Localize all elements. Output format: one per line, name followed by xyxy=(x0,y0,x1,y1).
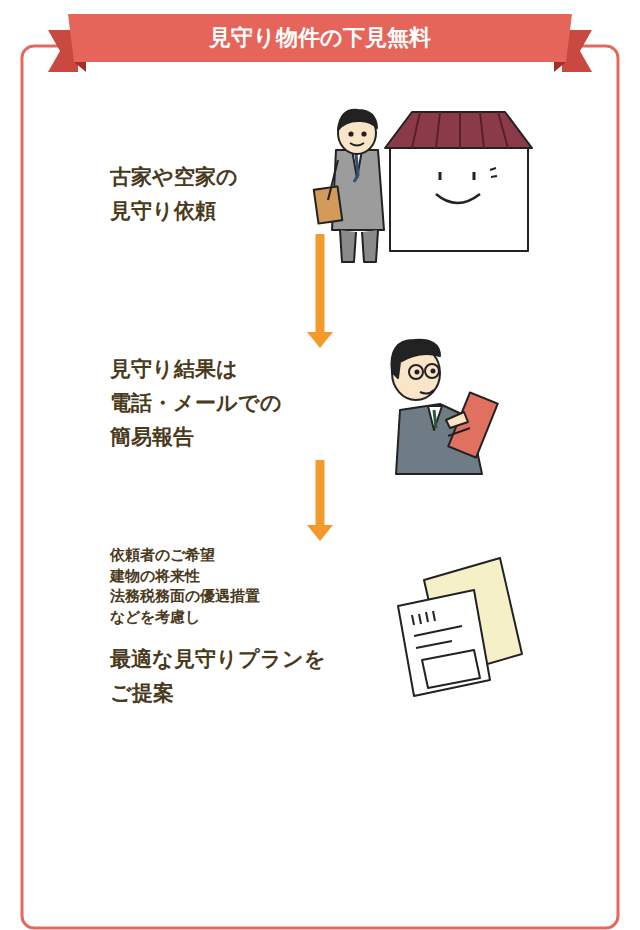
panel-border xyxy=(22,46,618,928)
step-block: 見守り結果は 電話・メールでの 簡易報告 xyxy=(110,352,325,454)
inspector-figure xyxy=(391,340,497,474)
arrow-shaft xyxy=(316,460,325,526)
arrow-shaft xyxy=(316,234,325,333)
ribbon-title: 見守り物件の下見無料 xyxy=(70,22,570,54)
flow-arrow xyxy=(307,234,333,348)
step-block: 古家や空家の 見守り依頼 xyxy=(110,160,325,228)
step-block: 依頼者のご希望 建物の将来性 法務税務面の優遇措置 などを考慮し最適な見守りプラ… xyxy=(110,545,385,710)
flow-arrow xyxy=(307,460,333,541)
arrow-head xyxy=(307,332,333,348)
step-text: 見守り結果は 電話・メールでの 簡易報告 xyxy=(110,352,325,454)
documents-figure xyxy=(398,558,522,696)
house-figure xyxy=(385,112,532,251)
arrow-head xyxy=(307,525,333,541)
ribbon xyxy=(48,14,592,72)
step-text: 最適な見守りプランを ご提案 xyxy=(110,642,385,710)
step-text: 古家や空家の 見守り依頼 xyxy=(110,160,325,228)
step-note: 依頼者のご希望 建物の将来性 法務税務面の優遇措置 などを考慮し xyxy=(110,545,385,628)
